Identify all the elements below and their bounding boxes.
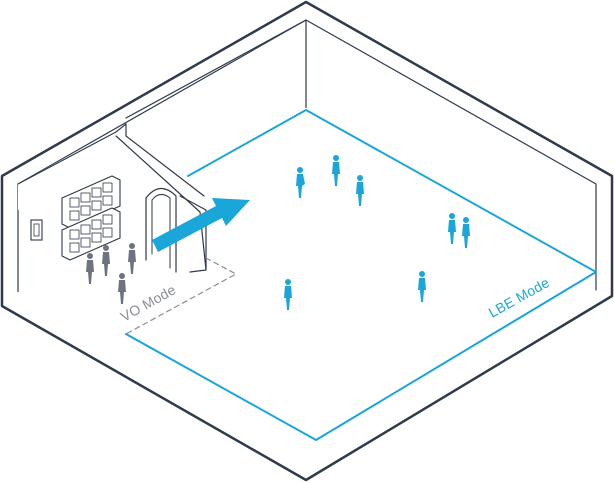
person-icon [448,213,456,244]
person-icon [332,155,340,186]
equipment-rack-icon [61,175,121,261]
vo-wall-top-edge [125,123,205,197]
lbe-mode-label: LBE Mode [486,274,552,320]
person-icon [284,279,292,310]
partition-end [179,195,207,271]
person-icon [86,253,94,284]
person-icon [118,273,126,304]
vo-wall-face-edge [115,135,207,273]
doorway-arch [145,187,177,273]
entry-arrow-shape [152,198,250,252]
person-icon [356,175,364,206]
vo-mode-label: VO Mode [118,281,179,324]
rack-screens [69,182,113,253]
wall-panel-icon [30,219,43,241]
doorway-arch-inner [151,194,171,269]
lbe-people [284,155,470,310]
vo-people [86,243,136,304]
vo-area-boundary [125,257,237,335]
vo-wall-rim [17,123,127,185]
person-icon [128,243,136,274]
partition-top [125,19,307,119]
lbe-area-border [125,109,597,441]
person-icon [462,217,470,248]
vo-floor-left-edge [18,292,116,340]
person-icon [296,167,305,198]
person-icon [102,245,110,276]
partition-lower [126,32,306,132]
inner-rim [17,19,597,291]
person-icon [418,271,426,302]
arrow-right-icon [152,198,250,252]
